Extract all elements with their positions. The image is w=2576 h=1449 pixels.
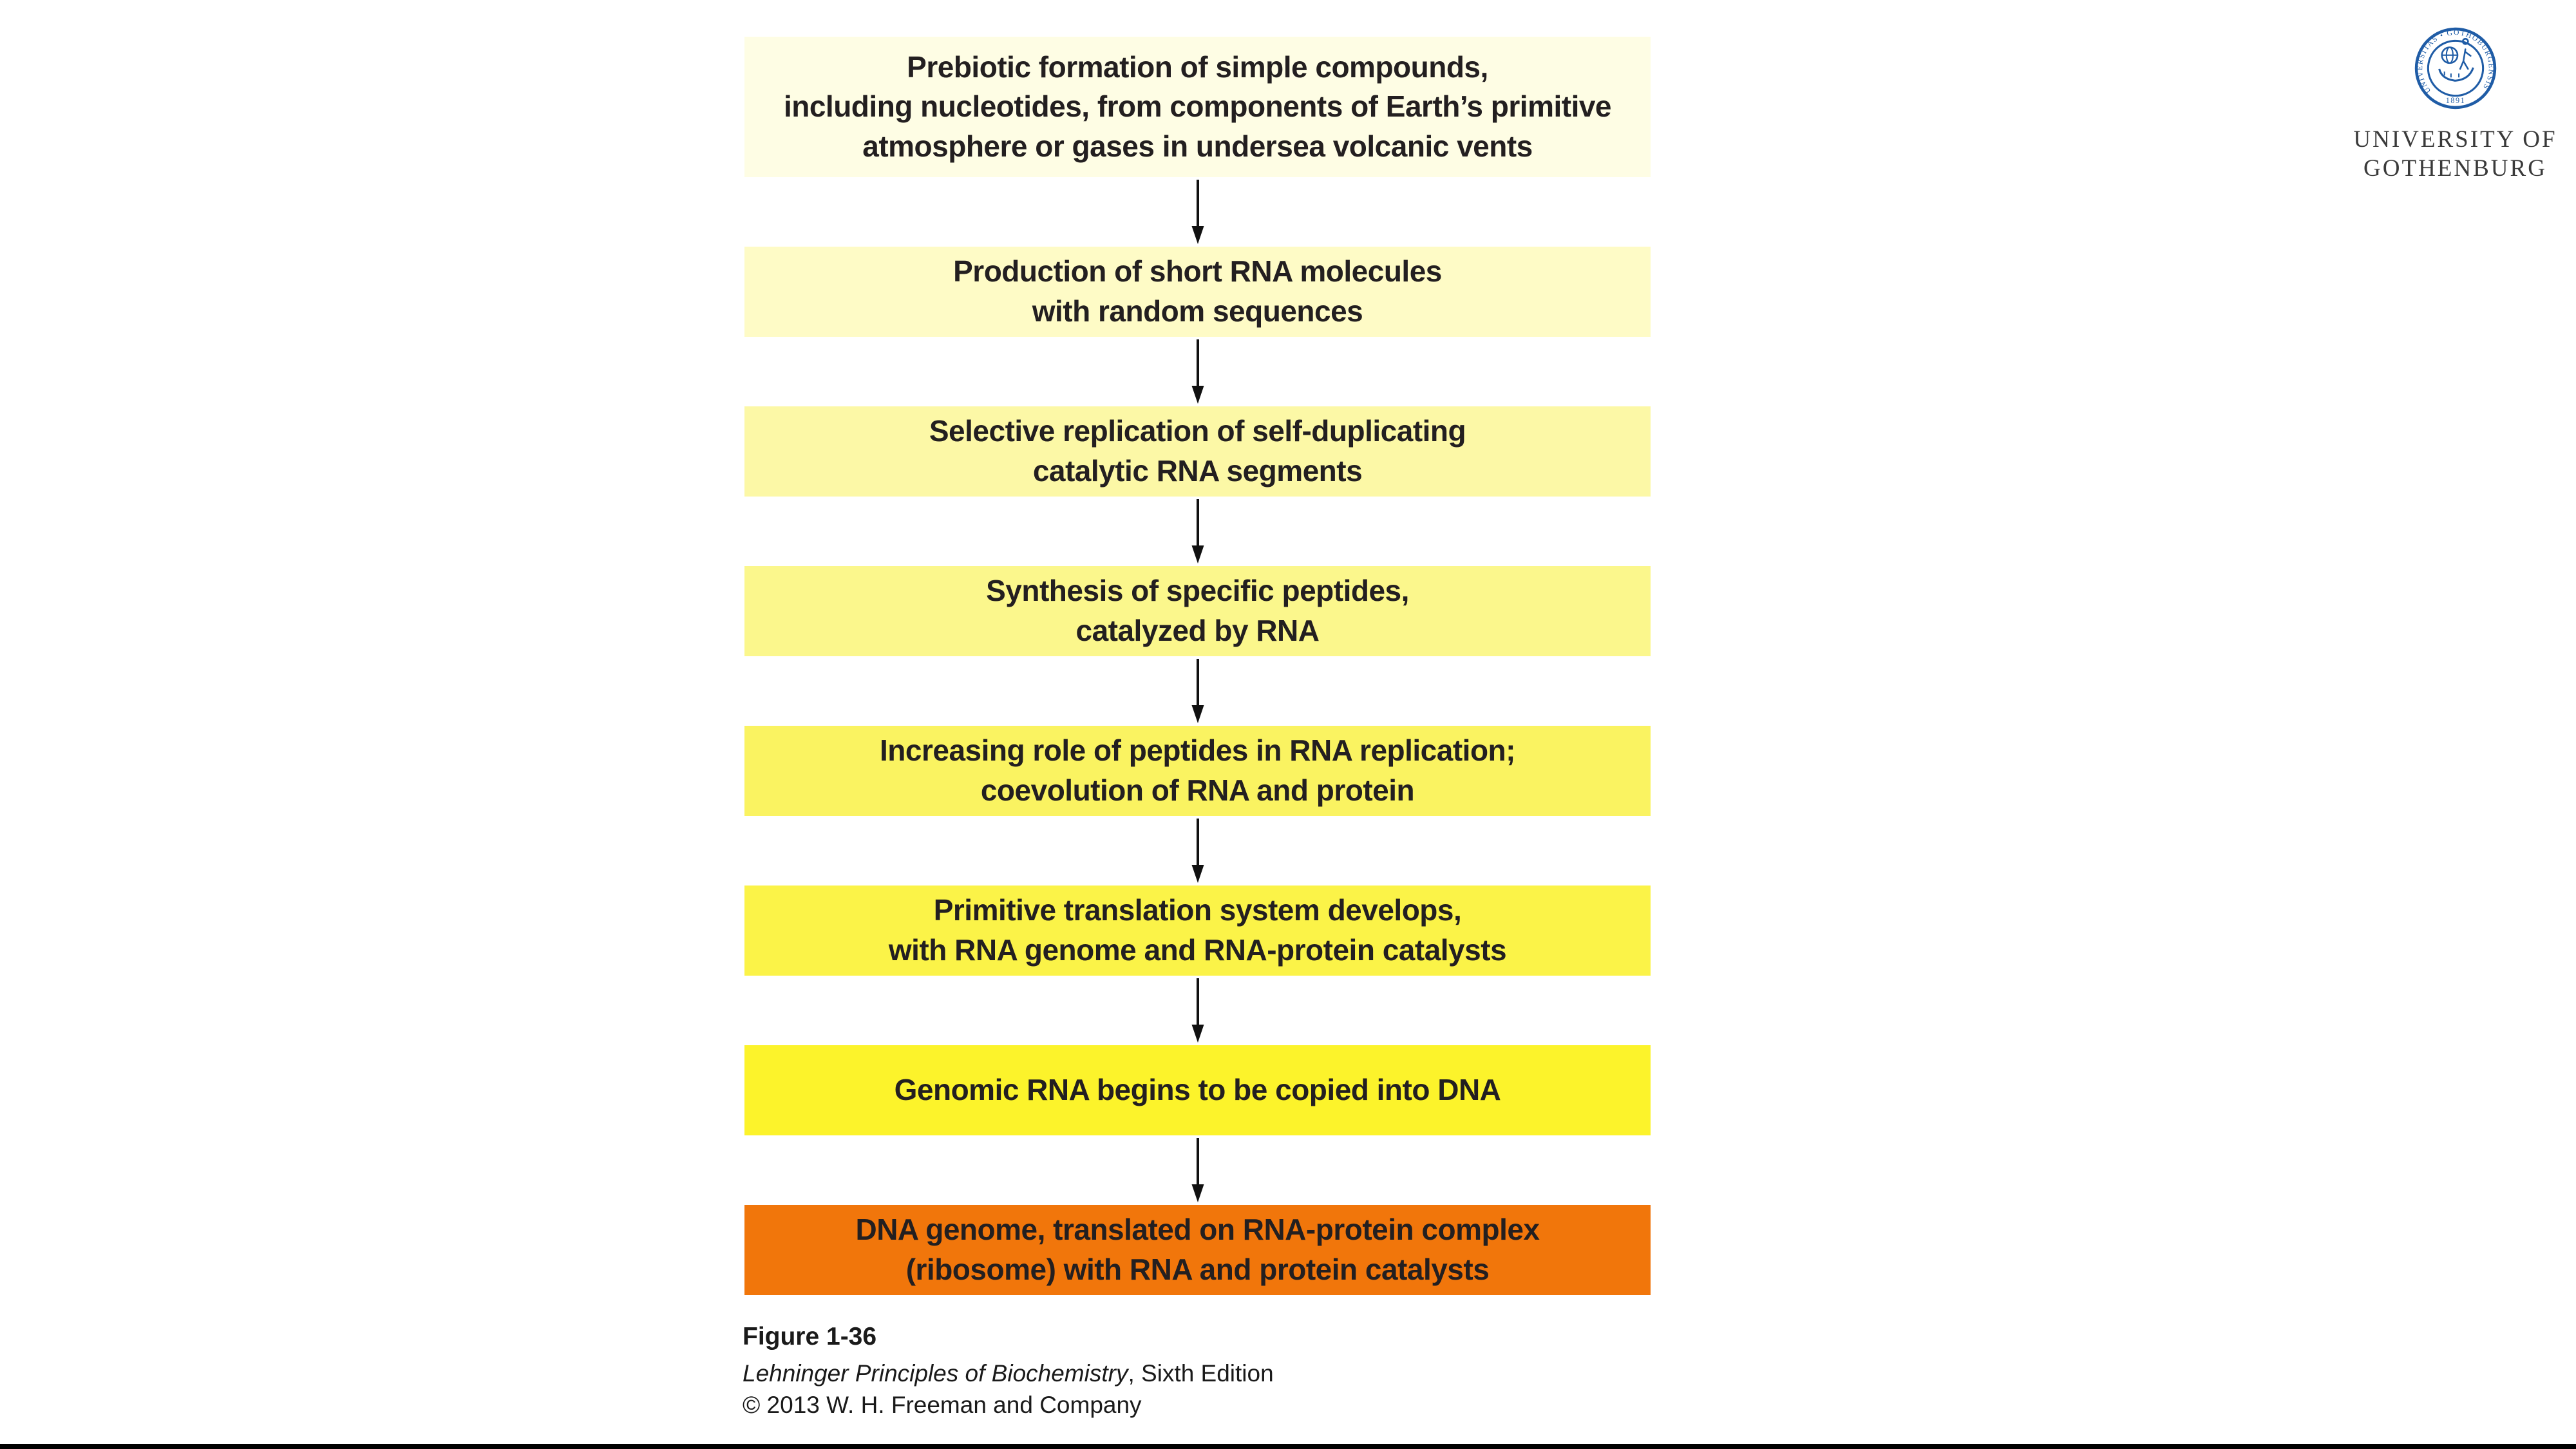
flow-step-6: Primitive translation system develops, w… bbox=[744, 886, 1651, 976]
book-title: Lehninger Principles of Biochemistry bbox=[743, 1360, 1128, 1387]
down-arrow-icon bbox=[744, 656, 1651, 726]
seal-year: 1891 bbox=[2445, 96, 2465, 105]
copyright-line: © 2013 W. H. Freeman and Company bbox=[743, 1392, 1142, 1419]
seal-ring-text: UNIVERSITAS • GOTHOBURGENSIS bbox=[2416, 28, 2496, 95]
bottom-edge-bar bbox=[0, 1444, 2576, 1449]
university-logo: UNIVERSITAS • GOTHOBURGENSIS 1891 UNIVER… bbox=[2344, 26, 2566, 183]
flow-step-7: Genomic RNA begins to be copied into DNA bbox=[744, 1045, 1651, 1135]
figure-number: Figure 1-36 bbox=[743, 1323, 877, 1350]
flow-step-8: DNA genome, translated on RNA-protein co… bbox=[744, 1205, 1651, 1295]
flow-step-1: Prebiotic formation of simple compounds,… bbox=[744, 37, 1651, 177]
flow-step-2: Production of short RNA molecules with r… bbox=[744, 247, 1651, 337]
down-arrow-icon bbox=[744, 1135, 1651, 1205]
down-arrow-icon bbox=[744, 337, 1651, 406]
source-line: Lehninger Principles of Biochemistry, Si… bbox=[743, 1358, 1274, 1390]
flow-step-5: Increasing role of peptides in RNA repli… bbox=[744, 726, 1651, 816]
university-name: UNIVERSITY OF GOTHENBURG bbox=[2353, 125, 2557, 183]
down-arrow-icon bbox=[744, 497, 1651, 566]
flow-step-4: Synthesis of specific peptides, catalyze… bbox=[744, 566, 1651, 656]
flow-step-3: Selective replication of self-duplicatin… bbox=[744, 406, 1651, 497]
university-name-line2: GOTHENBURG bbox=[2363, 155, 2547, 182]
down-arrow-icon bbox=[744, 177, 1651, 247]
down-arrow-icon bbox=[744, 816, 1651, 886]
edition-text: , Sixth Edition bbox=[1128, 1360, 1274, 1387]
figure-caption: Figure 1-36 Lehninger Principles of Bioc… bbox=[743, 1320, 1274, 1421]
university-of-gothenburg-seal-icon: UNIVERSITAS • GOTHOBURGENSIS 1891 bbox=[2414, 27, 2496, 109]
university-name-line1: UNIVERSITY OF bbox=[2353, 126, 2557, 153]
rna-world-flowchart: Prebiotic formation of simple compounds,… bbox=[744, 37, 1651, 1295]
down-arrow-icon bbox=[744, 976, 1651, 1045]
